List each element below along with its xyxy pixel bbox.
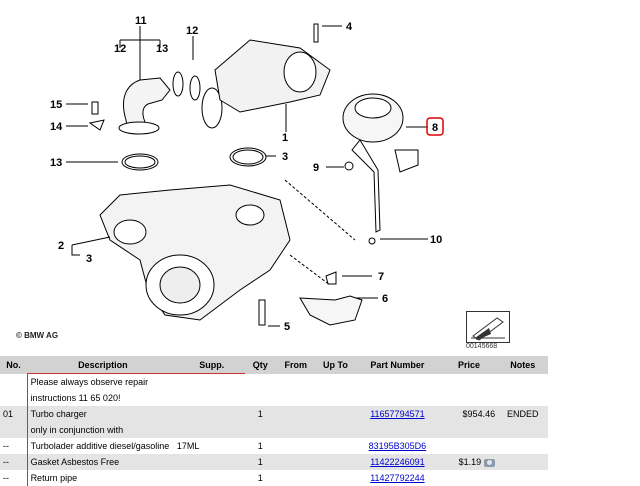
cell-price bbox=[439, 373, 499, 390]
cell-notes bbox=[498, 422, 548, 438]
header-supp: Supp. bbox=[178, 356, 245, 374]
callout-6: 6 bbox=[382, 293, 388, 305]
cell-notes bbox=[498, 373, 548, 390]
cell-upto bbox=[315, 438, 355, 454]
cell-price bbox=[439, 390, 499, 406]
cell-upto bbox=[315, 406, 355, 422]
table-row: Please always observe repair bbox=[0, 373, 548, 390]
part-number-link[interactable]: 11657794571 bbox=[370, 409, 425, 419]
callout-7: 7 bbox=[378, 271, 384, 283]
header-from: From bbox=[275, 356, 316, 374]
cell-no: 01 bbox=[0, 406, 28, 422]
callout-5: 5 bbox=[284, 321, 290, 333]
cell-from bbox=[275, 373, 316, 390]
header-notes: Notes bbox=[498, 356, 548, 374]
callout-10: 10 bbox=[430, 234, 442, 246]
cell-upto bbox=[315, 390, 355, 406]
callout-4: 4 bbox=[346, 21, 353, 33]
cell-qty: 1 bbox=[244, 454, 276, 470]
header-no: No. bbox=[0, 356, 28, 374]
table-header-row: No. Description Supp. Qty From Up To Par… bbox=[0, 356, 548, 374]
callout-14: 14 bbox=[50, 121, 63, 133]
cell-upto bbox=[315, 422, 355, 438]
parts-diagram: 11 12 13 12 4 15 14 13 1 3 8 9 10 2 3 7 … bbox=[16, 15, 510, 350]
table-row[interactable]: 01 Turbo charger 1 11657794571 $954.46 E… bbox=[0, 406, 548, 422]
cell-description: Turbolader additive diesel/gasoline 17ML bbox=[26, 438, 245, 454]
callout-8-highlight bbox=[426, 117, 444, 136]
cell-description: Return pipe bbox=[26, 470, 245, 486]
callout-3-bottom: 3 bbox=[86, 253, 92, 265]
cell-qty bbox=[244, 390, 276, 406]
callout-13-top: 13 bbox=[156, 43, 168, 55]
cell-price: $1.19 bbox=[458, 457, 482, 467]
header-qty: Qty bbox=[244, 356, 276, 374]
cell-notes bbox=[498, 390, 548, 406]
cell-no: -- bbox=[0, 454, 28, 470]
cell-part-number bbox=[354, 390, 440, 406]
arrow-nav-icon[interactable] bbox=[466, 311, 510, 343]
cell-no bbox=[0, 373, 28, 390]
cell-qty bbox=[244, 373, 276, 390]
cell-upto bbox=[315, 470, 355, 486]
table-row[interactable]: -- Return pipe 1 11427792244 bbox=[0, 470, 548, 486]
part-number-link[interactable]: 83195B305D6 bbox=[368, 441, 427, 451]
cell-description: Turbo charger bbox=[26, 406, 245, 422]
cell-notes: ENDED bbox=[498, 406, 548, 422]
cell-upto bbox=[315, 373, 355, 390]
table-row: instructions 11 65 020! bbox=[0, 390, 548, 406]
cell-notes bbox=[498, 470, 548, 486]
cell-from bbox=[275, 438, 316, 454]
cell-qty: 1 bbox=[244, 438, 276, 454]
cell-qty: 1 bbox=[244, 406, 276, 422]
cell-price bbox=[439, 438, 499, 454]
table-row[interactable]: -- Gasket Asbestos Free 1 11422246091 $1… bbox=[0, 454, 548, 470]
cell-from bbox=[275, 454, 316, 470]
header-part-number: Part Number bbox=[354, 356, 440, 374]
cell-no: -- bbox=[0, 470, 28, 486]
header-price: Price bbox=[439, 356, 499, 374]
cell-from bbox=[275, 406, 316, 422]
cell-description: Please always observe repair bbox=[26, 373, 245, 390]
turbocharger-exploded-view: 11 12 13 12 4 15 14 13 1 3 8 9 10 2 3 7 … bbox=[50, 15, 444, 333]
cell-qty: 1 bbox=[244, 470, 276, 486]
part-number-link[interactable]: 11422246091 bbox=[370, 457, 425, 467]
part-number-link[interactable]: 11427792244 bbox=[370, 473, 425, 483]
catalog-code: 00145668 bbox=[466, 343, 498, 350]
cell-upto bbox=[315, 454, 355, 470]
callout-15: 15 bbox=[50, 99, 62, 111]
copyright-label: © BMW AG bbox=[16, 331, 59, 340]
cell-notes bbox=[498, 454, 548, 470]
callout-3-top: 3 bbox=[282, 151, 288, 163]
callout-1: 1 bbox=[282, 132, 288, 144]
callout-12-right: 12 bbox=[186, 25, 198, 37]
cell-part-number bbox=[354, 422, 440, 438]
cell-description: instructions 11 65 020! bbox=[26, 390, 245, 406]
cell-part-number bbox=[354, 373, 440, 390]
cell-from bbox=[275, 422, 316, 438]
cell-description: only in conjunction with bbox=[26, 422, 245, 438]
callout-11: 11 bbox=[135, 15, 147, 27]
header-description: Description bbox=[27, 356, 179, 374]
callout-2: 2 bbox=[58, 240, 64, 252]
callout-13: 13 bbox=[50, 157, 62, 169]
callout-9: 9 bbox=[313, 162, 319, 174]
cell-no bbox=[0, 390, 28, 406]
camera-icon[interactable] bbox=[484, 458, 496, 467]
cell-from bbox=[275, 390, 316, 406]
cell-from bbox=[275, 470, 316, 486]
callout-8: 8 bbox=[432, 122, 438, 134]
callout-12-left: 12 bbox=[114, 43, 126, 55]
cell-price bbox=[439, 422, 499, 438]
cell-notes bbox=[498, 438, 548, 454]
cell-qty bbox=[244, 422, 276, 438]
header-up-to: Up To bbox=[315, 356, 355, 374]
table-row[interactable]: -- Turbolader additive diesel/gasoline 1… bbox=[0, 438, 548, 454]
cell-description: Gasket Asbestos Free bbox=[26, 454, 245, 470]
parts-table: No. Description Supp. Qty From Up To Par… bbox=[0, 356, 548, 486]
cell-price: $954.46 bbox=[439, 406, 499, 422]
cell-price bbox=[439, 470, 499, 486]
table-row: only in conjunction with bbox=[0, 422, 548, 438]
cell-no: -- bbox=[0, 438, 28, 454]
cell-no bbox=[0, 422, 28, 438]
